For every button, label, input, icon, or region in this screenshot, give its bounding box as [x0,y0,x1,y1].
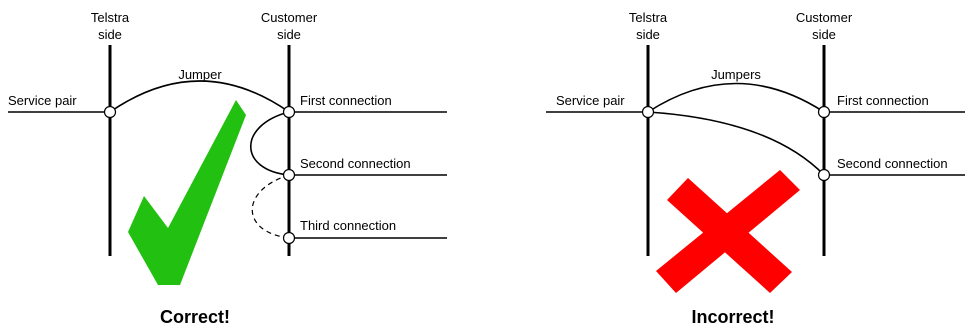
left-loop-first-second [250,111,290,176]
check-icon [128,100,246,285]
right-jumper-arc-first [647,82,825,113]
right-customer-label-line2: side [812,27,836,42]
left-node-second [282,168,296,182]
left-verdict: Correct! [160,307,230,327]
right-telstra-label-line1: Telstra [629,10,668,25]
left-node-service [103,105,117,119]
right-panel: Telstra side Customer side Service pair … [546,10,965,327]
right-first-connection-label: First connection [837,93,929,108]
left-customer-label-line1: Customer [261,10,318,25]
left-third-connection-label: Third connection [300,218,396,233]
left-telstra-label-line1: Telstra [91,10,130,25]
left-customer-label-line2: side [277,27,301,42]
right-jumpers-label: Jumpers [711,67,761,82]
cross-icon [656,170,800,293]
right-node-service [641,105,655,119]
right-second-connection-label: Second connection [837,156,948,171]
right-customer-label-line1: Customer [796,10,853,25]
left-panel: Telstra side Customer side Service pair … [8,10,447,327]
left-dashed-loop-second-third [251,174,290,239]
left-node-third [282,231,296,245]
right-jumper-arc-second [647,111,825,176]
right-node-first [817,105,831,119]
right-node-second [817,168,831,182]
right-telstra-label-line2: side [636,27,660,42]
left-jumper-label: Jumper [178,67,222,82]
left-first-connection-label: First connection [300,93,392,108]
left-second-connection-label: Second connection [300,156,411,171]
left-node-first [282,105,296,119]
right-verdict: Incorrect! [691,307,774,327]
left-telstra-label-line2: side [98,27,122,42]
left-service-pair-label: Service pair [8,93,77,108]
left-jumper-arc [109,80,290,113]
right-service-pair-label: Service pair [556,93,625,108]
